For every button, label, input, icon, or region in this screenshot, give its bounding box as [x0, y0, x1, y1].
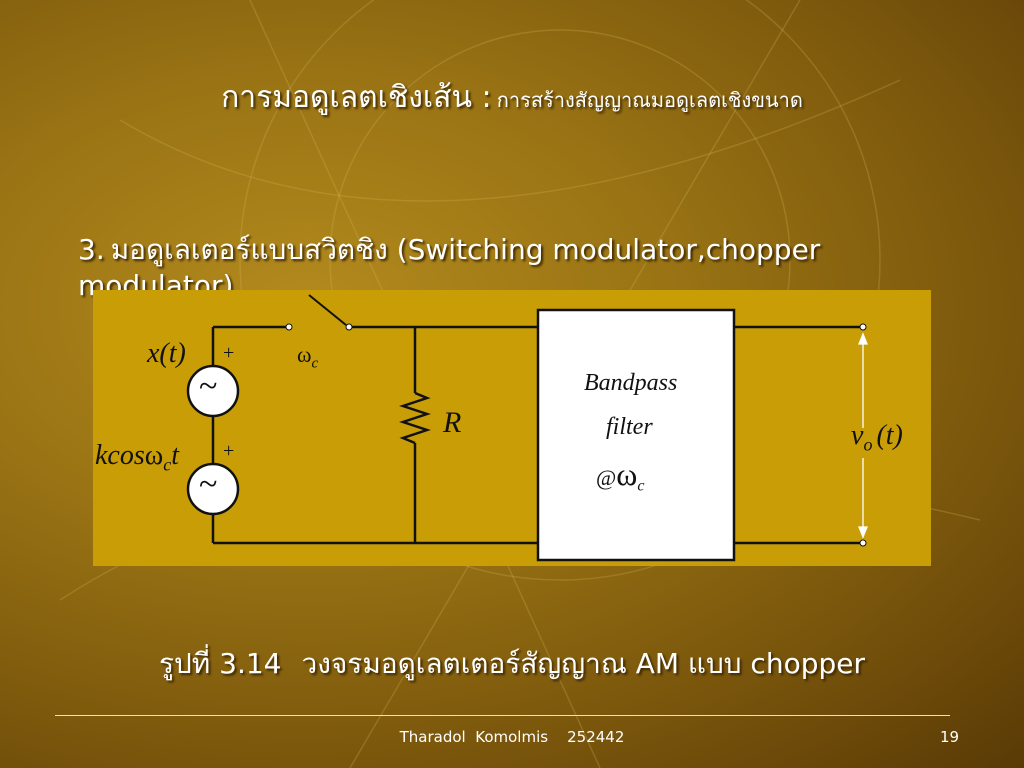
switch-label: ωc [297, 342, 318, 372]
filter-line1: Bandpass [584, 370, 678, 396]
switch-label-sub: c [311, 355, 319, 372]
source2-label-t: t [171, 440, 179, 471]
source2-label-main: kcos [95, 440, 145, 471]
bullet-item: 3.มอดูเลเตอร์แบบสวิตชิง (Switching modul… [78, 232, 938, 304]
output-terminal-bottom [859, 539, 867, 547]
source-symbol-1: ~ [199, 368, 218, 405]
source2-label-sub: c [163, 454, 172, 475]
title-sub: การสร้างสัญญาณมอดูเลตเชิงขนาด [496, 88, 803, 112]
output-t: (t) [876, 420, 903, 451]
circuit-diagram: ~ ~ + + x(t) kcosωct ωc R Bandpass filte… [93, 290, 931, 566]
output-terminal-top [859, 323, 867, 331]
source-circle-2 [186, 462, 240, 516]
switch-blade [308, 294, 347, 326]
source2-label: kcosωct [95, 440, 179, 476]
filter-line2: filter [606, 414, 653, 440]
resistor-zigzag [399, 391, 431, 445]
switch-terminal-left [285, 323, 293, 331]
caption-figure-number: รูปที่ 3.14 [158, 647, 282, 680]
source2-label-omega: ω [144, 440, 164, 471]
filter-freq: @ωc [596, 456, 644, 495]
filter-omega: ω [616, 456, 638, 492]
plus-sign-2: + [223, 440, 235, 462]
resistor-label: R [443, 406, 462, 439]
output-v: v [851, 420, 864, 451]
source1-label: x(t) [147, 338, 186, 369]
plus-sign-1: + [223, 342, 235, 364]
source-symbol-2: ~ [199, 466, 218, 503]
output-sub: o [863, 434, 873, 455]
figure-caption: รูปที่ 3.14 วงจรมอดูเลตเตอร์สัญญาณ AM แบบ… [0, 642, 1024, 686]
footer-author: Tharadol Komolmis 252442 [399, 728, 625, 746]
bullet-number: 3. [78, 233, 105, 266]
switch-label-omega: ω [297, 342, 312, 367]
slide-title: การมอดูเลตเชิงเส้น : การสร้างสัญญาณมอดูเ… [0, 74, 1024, 121]
output-arrow-head-bottom [858, 526, 868, 539]
filter-sub: c [637, 477, 645, 495]
output-label: vo(t) [851, 420, 903, 456]
source-circle-1 [186, 364, 240, 418]
output-arrow-head-top [858, 332, 868, 345]
switch-terminal-right [345, 323, 353, 331]
title-main: การมอดูเลตเชิงเส้น : [221, 80, 492, 115]
filter-box [536, 308, 736, 562]
footer-divider [55, 715, 950, 716]
filter-at: @ [596, 465, 617, 490]
circuit-svg [186, 294, 868, 562]
bullet-text: มอดูเลเตอร์แบบสวิตชิง (Switching modulat… [78, 233, 821, 302]
caption-text: วงจรมอดูเลตเตอร์สัญญาณ AM แบบ chopper [301, 647, 866, 680]
page-number: 19 [940, 728, 960, 746]
